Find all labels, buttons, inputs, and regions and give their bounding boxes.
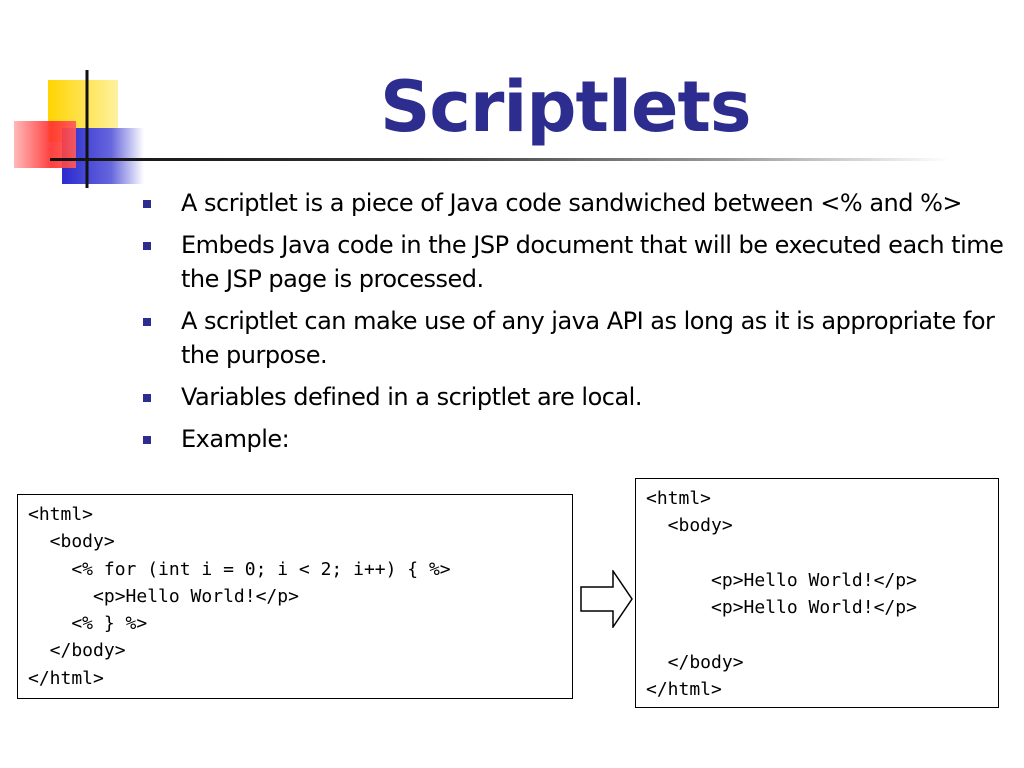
code-line: <% for (int i = 0; i < 2; i++) { %>	[28, 558, 451, 580]
code-line: <html>	[646, 488, 712, 509]
code-line: </body>	[646, 651, 744, 673]
bullet-square-icon	[143, 200, 151, 208]
jsp-source-code-box: <html> <body> <% for (int i = 0; i < 2; …	[17, 494, 573, 699]
corner-squares-icon	[14, 70, 144, 188]
html-output-code-box: <html> <body> <p>Hello World!</p> <p>Hel…	[635, 478, 999, 708]
bullet-text: Embeds Java code in the JSP document tha…	[181, 231, 1004, 293]
code-line: <% } %>	[28, 613, 148, 635]
bullet-item: Example:	[140, 422, 1010, 456]
title-divider	[50, 158, 950, 161]
bullet-text: Variables defined in a scriptlet are loc…	[181, 383, 642, 411]
code-line: <body>	[28, 531, 115, 553]
code-line: <html>	[28, 504, 94, 525]
code-line: </html>	[646, 679, 722, 701]
bullet-text: Example:	[181, 425, 290, 453]
bullet-square-icon	[143, 242, 151, 250]
code-line: <p>Hello World!</p>	[646, 569, 917, 591]
bullet-list: A scriptlet is a piece of Java code sand…	[140, 186, 1010, 464]
code-line	[646, 540, 998, 567]
code-line: </html>	[28, 667, 104, 689]
bullet-item: A scriptlet is a piece of Java code sand…	[140, 186, 1010, 220]
bullet-square-icon	[143, 318, 151, 326]
code-line: </body>	[28, 640, 126, 662]
bullet-item: A scriptlet can make use of any java API…	[140, 304, 1010, 372]
code-line: <p>Hello World!</p>	[646, 597, 917, 619]
code-line: <p>Hello World!</p>	[28, 585, 299, 607]
bullet-square-icon	[143, 436, 151, 444]
bullet-item: Embeds Java code in the JSP document tha…	[140, 228, 1010, 296]
bullet-item: Variables defined in a scriptlet are loc…	[140, 380, 1010, 414]
code-line: <body>	[646, 515, 733, 537]
right-arrow-icon	[580, 570, 633, 628]
bullet-text: A scriptlet is a piece of Java code sand…	[181, 189, 963, 217]
bullet-square-icon	[143, 394, 151, 402]
code-line	[646, 621, 998, 648]
bullet-text: A scriptlet can make use of any java API…	[181, 307, 995, 369]
slide-title: Scriptlets	[380, 66, 752, 148]
